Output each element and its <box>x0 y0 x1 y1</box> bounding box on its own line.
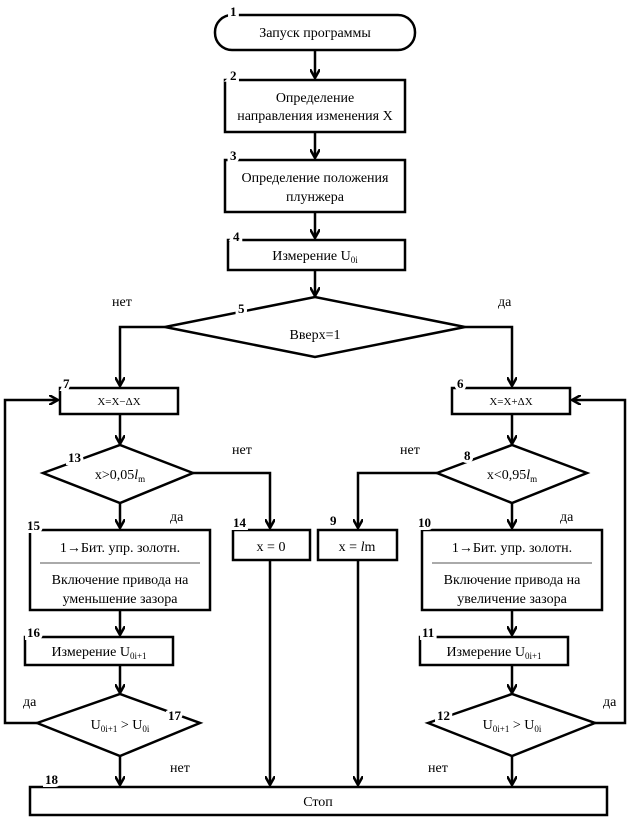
block-6: X=X+ΔX 6 <box>450 373 572 416</box>
block-6-text: X=X+ΔX <box>489 396 532 408</box>
block-15-number: 15 <box>27 518 41 533</box>
block-8-number: 8 <box>464 448 471 463</box>
block-1-start: Запуск программы 1 <box>213 1 417 52</box>
block-18-stop: Стоп 18 <box>28 769 609 817</box>
block-2-line1: Определение <box>276 91 354 106</box>
block-17-text: U0i+1 > U0i <box>91 718 150 734</box>
block-15: 1→Бит. упр. золотн. Включение привода на… <box>24 515 212 612</box>
block-16-number: 16 <box>27 625 41 640</box>
block-2: Определение направления изменения X 2 <box>223 65 407 134</box>
block-15-line2: Включение привода на <box>52 573 189 588</box>
label-yes-12: да <box>603 695 617 710</box>
block-18-number: 18 <box>45 772 59 787</box>
block-6-number: 6 <box>457 376 464 391</box>
block-1-text: Запуск программы <box>259 26 371 41</box>
block-5-text: Вверх=1 <box>290 328 341 343</box>
block-8-decision: x<0,95lm 8 <box>433 443 591 505</box>
label-no-13: нет <box>232 443 252 458</box>
block-17-decision: U0i+1 > U0i 17 <box>33 692 204 758</box>
label-yes-8: да <box>560 510 574 525</box>
label-yes-5: да <box>498 295 512 310</box>
block-16: Измерение U0i+1 16 <box>23 622 175 667</box>
block-5-decision: Вверх=1 5 <box>164 295 466 359</box>
block-9: x = lm 9 <box>316 510 399 562</box>
block-9-text: x = lm <box>339 540 376 555</box>
label-no-12: нет <box>428 761 448 776</box>
block-14-number: 14 <box>233 515 247 530</box>
block-1-number: 1 <box>230 4 237 19</box>
block-8-text: x<0,95lm <box>487 468 537 484</box>
block-10-line3: увеличение зазора <box>457 592 567 607</box>
block-4-text: Измерение U0i <box>272 249 358 265</box>
block-7-number: 7 <box>63 376 70 391</box>
block-5-number: 5 <box>238 301 245 316</box>
block-11-text: Измерение U0i+1 <box>446 645 541 661</box>
block-10: 1→Бит. упр. золотн. Включение привода на… <box>415 512 604 612</box>
block-18-text: Стоп <box>303 795 333 810</box>
block-11-number: 11 <box>422 625 434 640</box>
block-13-decision: x>0,05lm 13 <box>39 443 197 505</box>
block-16-text: Измерение U0i+1 <box>51 645 146 661</box>
block-3-line1: Определение положения <box>242 171 389 186</box>
block-2-line2: направления изменения X <box>237 109 392 124</box>
label-no-17: нет <box>170 761 190 776</box>
block-17-number: 17 <box>168 708 182 723</box>
block-14: x = 0 14 <box>230 512 312 562</box>
block-12-text: U0i+1 > U0i <box>483 718 542 734</box>
block-15-line3: уменьшение зазора <box>63 592 179 607</box>
block-10-number: 10 <box>418 515 431 530</box>
block-4-number: 4 <box>233 229 240 244</box>
block-13-number: 13 <box>68 450 82 465</box>
label-yes-13: да <box>170 510 184 525</box>
block-7-text: X=X−ΔX <box>97 396 140 408</box>
block-3-line2: плунжера <box>286 190 345 205</box>
block-10-line1: 1→Бит. упр. золотн. <box>452 541 572 556</box>
label-yes-17: да <box>23 695 37 710</box>
block-14-text: x = 0 <box>257 540 286 555</box>
block-12-decision: U0i+1 > U0i 12 <box>424 692 599 758</box>
block-4: Измерение U0i 4 <box>226 226 407 272</box>
block-12-number: 12 <box>437 708 450 723</box>
block-9-number: 9 <box>330 513 337 528</box>
block-2-number: 2 <box>230 68 237 83</box>
block-13-text: x>0,05lm <box>95 468 145 484</box>
block-3: Определение положения плунжера 3 <box>223 145 407 214</box>
block-3-number: 3 <box>230 148 237 163</box>
block-15-line1: 1→Бит. упр. золотн. <box>60 541 180 556</box>
block-10-line2: Включение привода на <box>444 573 581 588</box>
label-no-5: нет <box>112 295 132 310</box>
block-11: Измерение U0i+1 11 <box>418 622 570 667</box>
connectors <box>3 50 627 784</box>
label-no-8: нет <box>400 443 420 458</box>
